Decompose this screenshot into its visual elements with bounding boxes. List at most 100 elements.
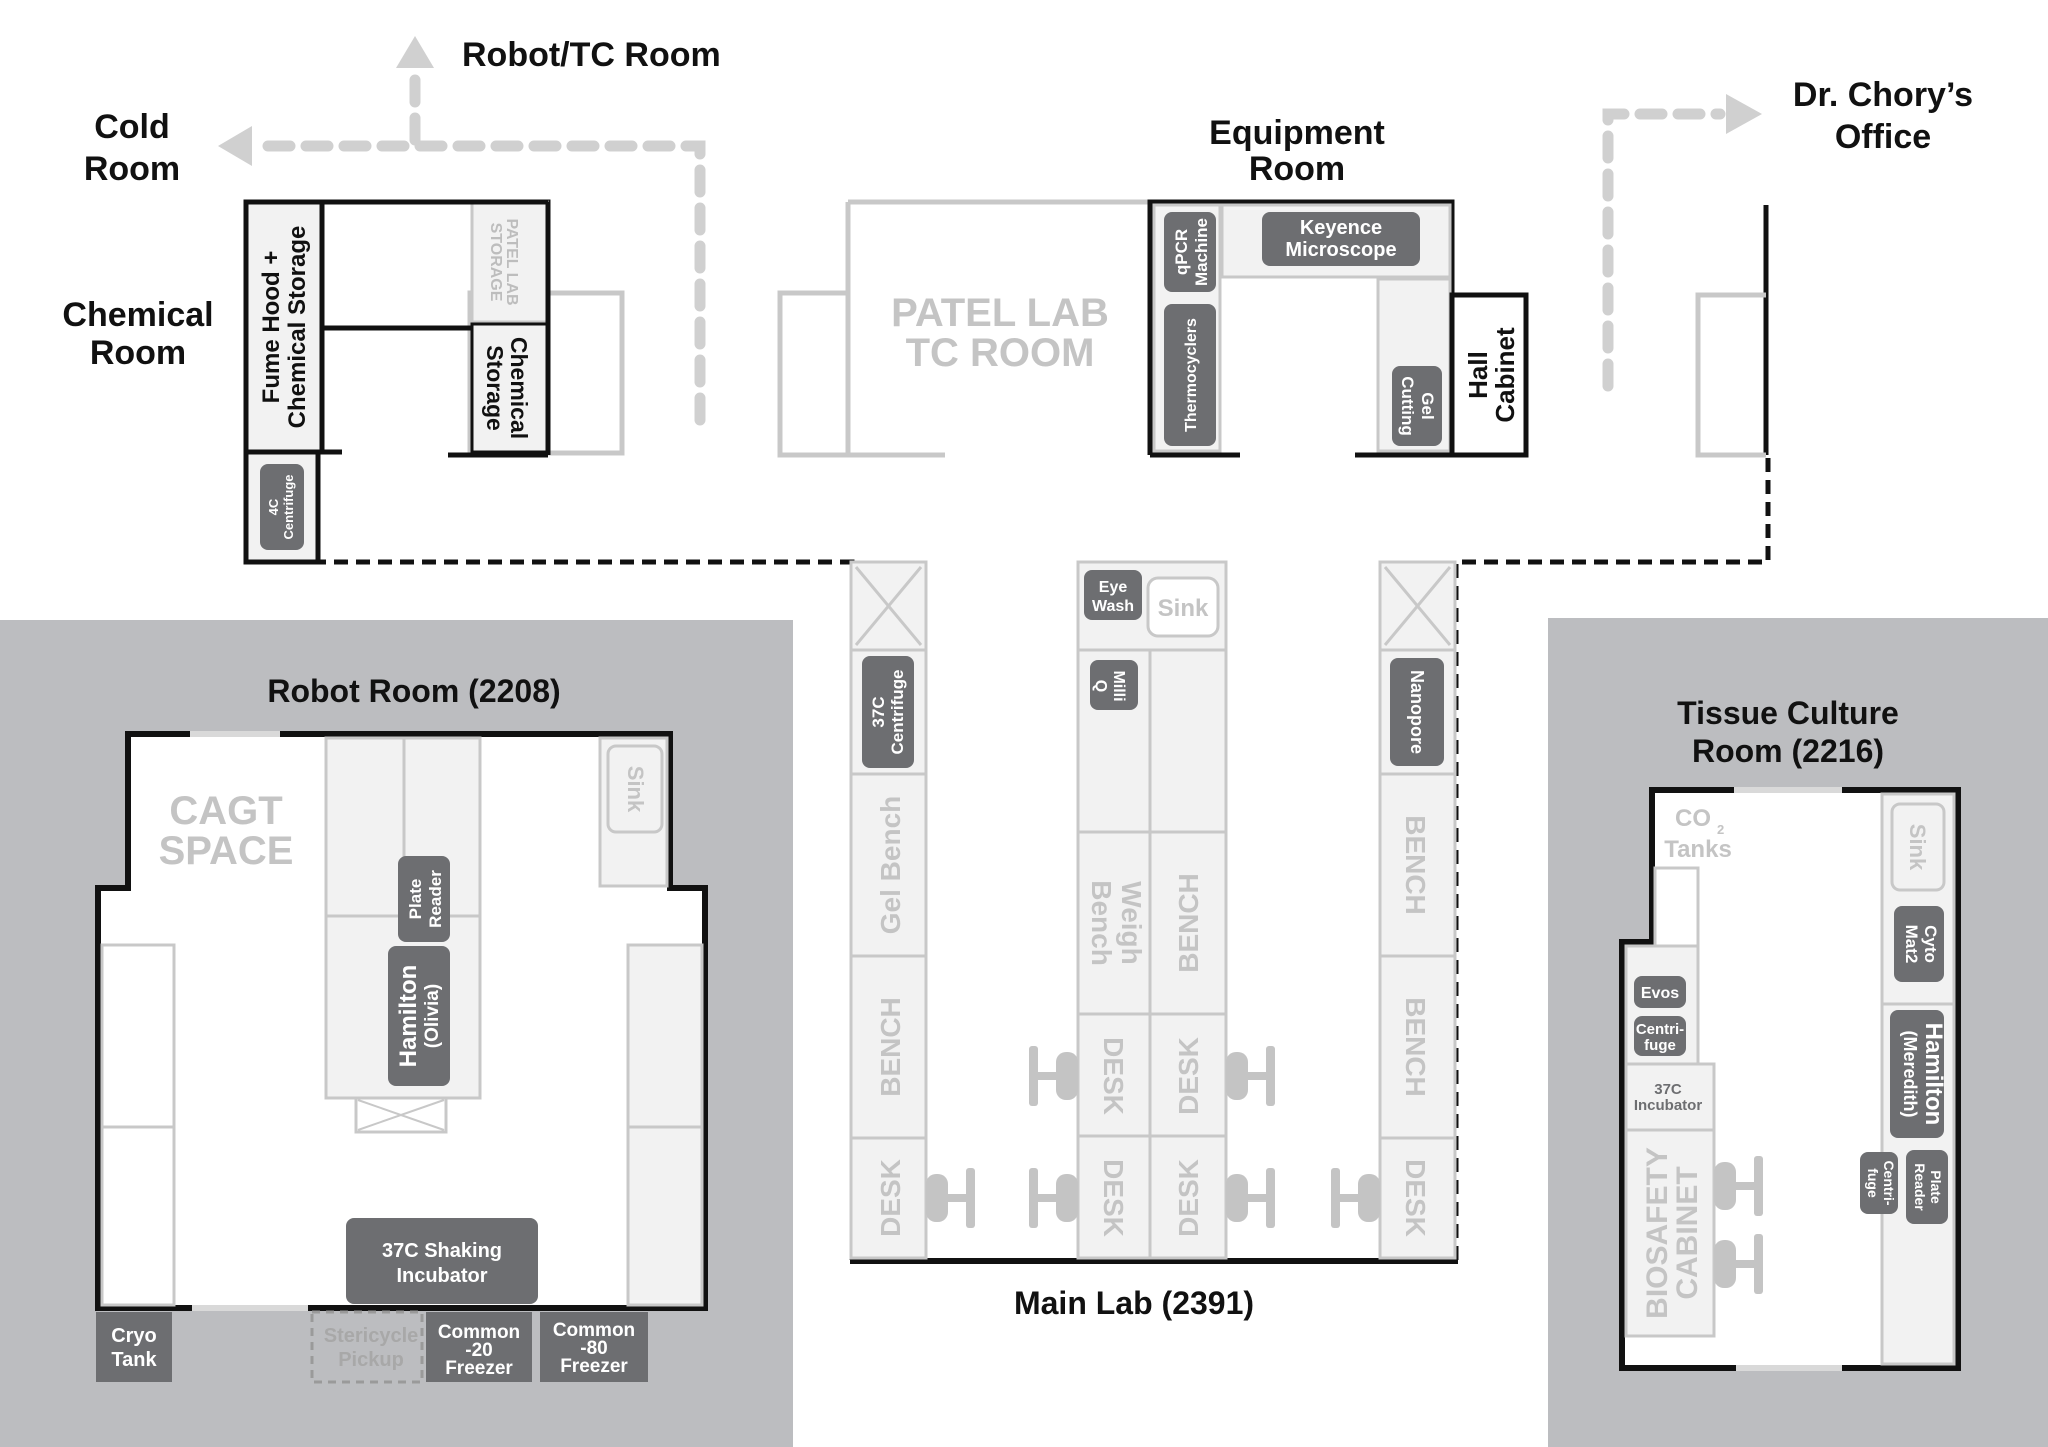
fume-hood-label-2: Chemical Storage	[284, 226, 311, 429]
tc-room-title-1: Tissue Culture	[1677, 695, 1899, 731]
centrifuge-4c-label-1: 4C	[266, 498, 281, 515]
chory-office-label-2: Office	[1835, 118, 1931, 156]
equipment-room: qPCR Machine Keyence Microscope Thermocy…	[1147, 199, 1529, 458]
tc-room-title-2: Room (2216)	[1692, 733, 1884, 769]
chemical-storage-label-2: Storage	[482, 345, 508, 431]
cytomat-label-1: Cyto	[1921, 925, 1940, 963]
freezer-20-label-1: Common	[438, 1322, 520, 1343]
gel-bench-label: Gel Bench	[875, 796, 906, 934]
tc-centrifuge2-label-2: fuge	[1865, 1168, 1881, 1198]
bench-label-2: BENCH	[1173, 873, 1204, 973]
robot-tc-room-label: Robot/TC Room	[462, 36, 721, 74]
main-lab-title: Main Lab (2391)	[1014, 1285, 1254, 1321]
milli-q-label-2: Q	[1092, 680, 1109, 692]
robot-room-title: Robot Room (2208)	[267, 673, 560, 709]
chemical-storage-label-1: Chemical	[506, 337, 532, 439]
chemical-room: Fume Hood + Chemical Storage PATEL LAB S…	[243, 199, 625, 565]
equipment-room-label-1: Equipment	[1209, 114, 1385, 152]
centrifuge-37c-label-1: 37C	[869, 696, 888, 727]
co2-label-2: Tanks	[1664, 836, 1732, 863]
hall-cabinet-label-1: Hall	[1463, 351, 1493, 399]
desk-label-3: DESK	[1173, 1037, 1204, 1115]
centrifuge-4c-label-2: Centrifuge	[281, 475, 296, 540]
arrow-left-icon	[218, 126, 252, 166]
bench-label-3: BENCH	[1400, 815, 1431, 915]
robot-sink-label: Sink	[623, 766, 648, 813]
eye-wash-label-1: Eye	[1099, 579, 1128, 596]
tc-sink-label: Sink	[1905, 824, 1930, 871]
chory-office	[1695, 205, 1769, 458]
chemical-room-label-1: Chemical	[62, 296, 213, 334]
tc-centrifuge2-label-1: Centri-	[1881, 1160, 1897, 1205]
shaking-incubator-label-1: 37C Shaking	[382, 1240, 502, 1262]
thermocyclers-label: Thermocyclers	[1183, 318, 1200, 432]
cagt-label-1: CAGT	[169, 789, 282, 833]
arrow-right-icon	[1726, 94, 1762, 134]
desk-label-6: DESK	[1400, 1159, 1431, 1237]
desk-label-4: DESK	[1098, 1159, 1129, 1237]
desk-label-1: DESK	[875, 1159, 906, 1237]
chemical-room-label-2: Room	[90, 334, 186, 372]
hamilton-olivia-label-2: (Olivia)	[422, 984, 443, 1048]
cold-room-label-2: Room	[84, 150, 180, 188]
desk-label-2: DESK	[1098, 1037, 1129, 1115]
cagt-label-2: SPACE	[159, 829, 294, 873]
equipment-room-label-2: Room	[1249, 150, 1345, 188]
gel-cutting-label-2: Cutting	[1398, 376, 1417, 435]
keyence-label-2: Microscope	[1285, 239, 1396, 261]
robot-plate-reader-label-1: Plate	[406, 879, 425, 920]
hamilton-meredith-label-2: (Meredith)	[1900, 1031, 1920, 1118]
tc-plate-reader-label-1: Plate	[1928, 1170, 1944, 1204]
tc-plate-reader-label-2: Reader	[1912, 1163, 1928, 1211]
co2-label-sub: 2	[1717, 822, 1724, 837]
keyence-label-1: Keyence	[1300, 217, 1382, 239]
desk-label-5: DESK	[1173, 1159, 1204, 1237]
patel-tc-label-1: PATEL LAB	[891, 291, 1109, 335]
cryo-tank-label-1: Cryo	[111, 1325, 157, 1347]
tc-centrifuge-label-1: Centri-	[1636, 1021, 1684, 1038]
stericycle-label-1: Stericycle	[324, 1325, 419, 1347]
biosafety-label-1: BIOSAFETY	[1641, 1147, 1674, 1319]
main-lab: 37C Centrifuge Gel Bench BENCH DESK Eye …	[849, 560, 1458, 1321]
cold-room-label-1: Cold	[94, 108, 170, 146]
bench-label-4: BENCH	[1400, 997, 1431, 1097]
chory-office-label-1: Dr. Chory’s	[1793, 76, 1973, 114]
tc-centrifuge-label-2: fuge	[1644, 1037, 1676, 1054]
weigh-bench-label-1: Weigh	[1116, 881, 1147, 964]
robot-plate-reader-label-2: Reader	[426, 870, 445, 928]
arrow-up-icon	[396, 36, 434, 68]
centrifuge-37c-label-2: Centrifuge	[888, 670, 907, 755]
milli-q-label-1: Milli	[1110, 670, 1127, 701]
freezer-20-label-3: Freezer	[445, 1358, 513, 1379]
robot-room: Robot Room (2208) CAGT SPACE Sink Plate …	[95, 673, 708, 1384]
eye-wash-label-2: Wash	[1092, 598, 1134, 615]
patel-tc-room: PATEL LAB TC ROOM	[777, 199, 1150, 458]
evos-label: Evos	[1641, 985, 1679, 1002]
tissue-culture-room: Tissue Culture Room (2216) CO 2 Tanks Si…	[1619, 695, 1961, 1371]
gel-cutting-label-1: Gel	[1418, 392, 1437, 419]
hamilton-olivia-label-1: Hamilton	[395, 965, 422, 1068]
biosafety-label-2: CABINET	[1671, 1166, 1704, 1299]
co2-label-1: CO	[1675, 805, 1711, 832]
tc-incubator-label-2: Incubator	[1634, 1097, 1702, 1114]
freezer-80-label-1: Common	[553, 1320, 635, 1341]
patel-storage-label-1: PATEL LAB	[503, 218, 520, 305]
qpcr-label-1: qPCR	[1172, 229, 1191, 275]
freezer-20-label-2: -20	[465, 1340, 492, 1361]
weigh-bench-label-2: Bench	[1086, 880, 1117, 966]
nanopore-label: Nanopore	[1407, 670, 1427, 754]
walking-paths	[249, 74, 1726, 426]
freezer-80-label-2: -80	[580, 1338, 607, 1359]
main-sink-label: Sink	[1158, 595, 1209, 622]
bench-label-1: BENCH	[875, 997, 906, 1097]
qpcr-label-2: Machine	[1192, 218, 1211, 286]
patel-storage-label-2: STORAGE	[487, 223, 504, 302]
fume-hood-label-1: Fume Hood +	[258, 251, 285, 404]
hall-cabinet-label-2: Cabinet	[1490, 327, 1520, 423]
patel-tc-label-2: TC ROOM	[906, 331, 1095, 375]
freezer-80-label-3: Freezer	[560, 1356, 628, 1377]
shaking-incubator-label-2: Incubator	[396, 1265, 487, 1287]
tc-incubator-label-1: 37C	[1654, 1081, 1682, 1098]
